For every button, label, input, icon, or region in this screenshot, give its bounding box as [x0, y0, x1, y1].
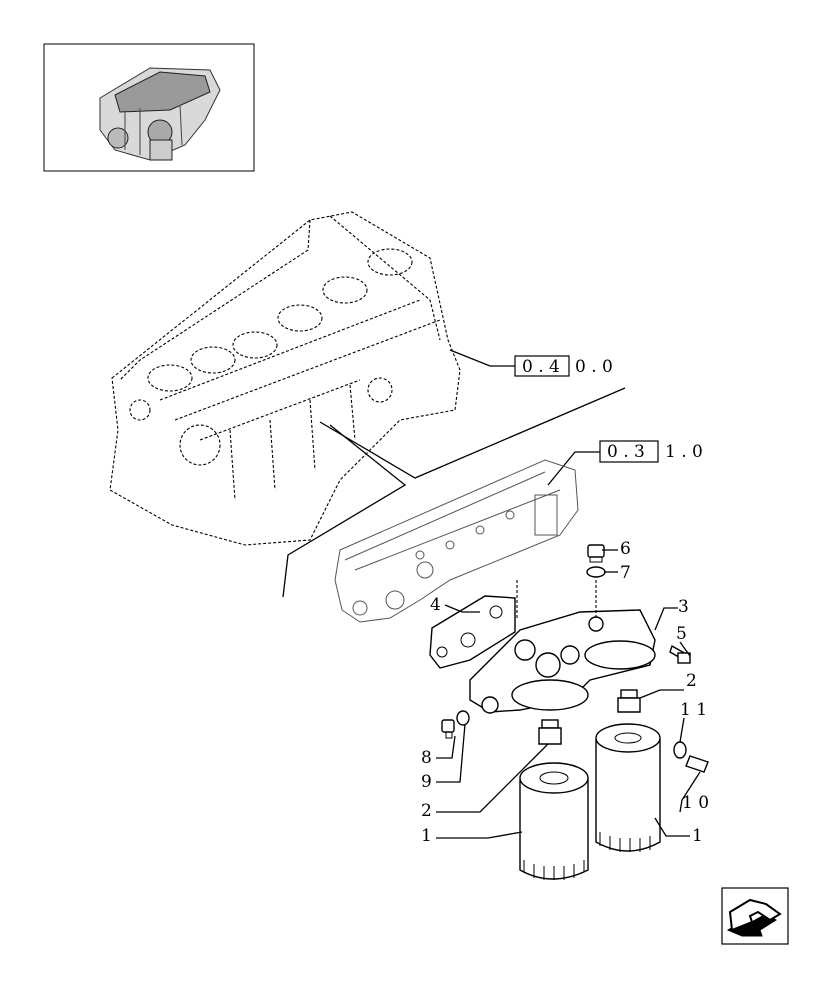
callout-4: 4 — [430, 595, 441, 615]
callout-leaders — [436, 549, 701, 839]
callout-8: 8 — [421, 748, 432, 768]
engine-thumbnail-icon — [99, 67, 221, 161]
gasket — [429, 595, 516, 669]
callout-9: 9 — [421, 772, 432, 792]
callout-2a: 2 — [686, 671, 697, 691]
bolt-5 — [669, 644, 691, 664]
callout-10: 1 0 — [682, 793, 709, 813]
callout-2b: 2 — [421, 801, 432, 821]
reference-box — [514, 355, 570, 377]
reference-0310[interactable]: 0 . 3 1 . 0 — [547, 440, 703, 486]
reference-boxed-text: 0 . 4 — [522, 357, 560, 377]
callout-1a: 1 — [421, 826, 432, 846]
reference-rest-text: 0 . 0 — [575, 357, 613, 377]
engine-thumbnail[interactable] — [43, 43, 255, 172]
plug-6 — [587, 544, 605, 563]
threaded-nipple-2b — [538, 719, 562, 745]
back-arrow-icon — [726, 898, 782, 937]
reference-0400[interactable]: 0 . 4 0 . 0 — [449, 349, 613, 377]
plug-10 — [685, 755, 709, 773]
reference-box — [599, 440, 659, 463]
oil-filter-left — [519, 762, 589, 880]
oil-cooler-housing — [334, 459, 579, 623]
leader-lines — [282, 387, 626, 598]
filter-head — [469, 580, 656, 714]
callout-7: 7 — [620, 563, 631, 583]
seal-ring-9 — [456, 710, 470, 726]
plug-8 — [441, 719, 455, 739]
threaded-nipple-2a — [617, 689, 641, 713]
back-arrow-button[interactable] — [721, 887, 789, 945]
reference-rest-text: 1 . 0 — [665, 442, 703, 462]
callout-5: 5 — [676, 624, 687, 644]
callout-labels: 6 7 3 5 4 2 1 1 8 9 2 1 0 1 1 — [421, 539, 709, 846]
callout-11: 1 1 — [680, 700, 707, 720]
callout-3: 3 — [678, 597, 689, 617]
callout-6: 6 — [620, 539, 631, 559]
seal-ring-11 — [673, 741, 687, 759]
callout-1b: 1 — [692, 826, 703, 846]
oil-filter-right — [595, 723, 661, 852]
seal-ring-7 — [586, 566, 606, 578]
reference-boxed-text: 0 . 3 — [607, 442, 645, 462]
engine-block — [109, 211, 461, 546]
